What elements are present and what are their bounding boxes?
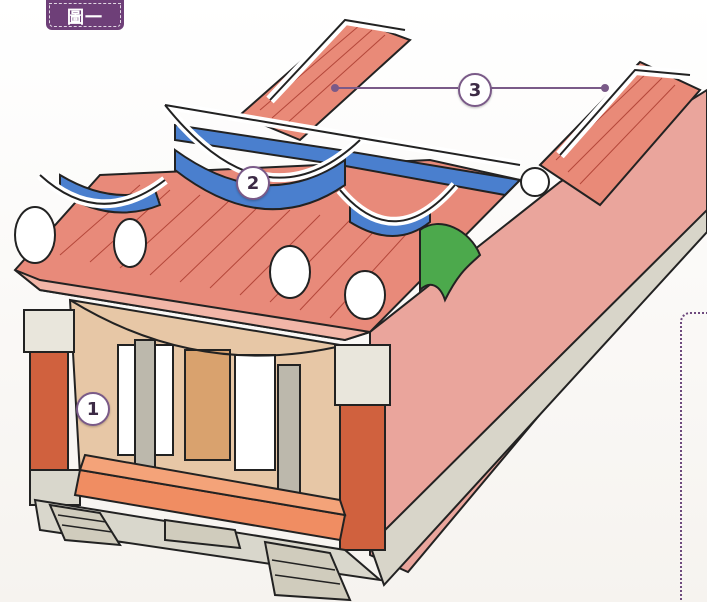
column-right (278, 365, 300, 510)
marker-2: 2 (236, 166, 270, 200)
left-brick-pillar (30, 350, 68, 470)
right-stone-cap (335, 345, 390, 405)
dotted-callout-frame (680, 312, 707, 602)
marker-1: 1 (76, 392, 110, 426)
column-left (135, 340, 155, 485)
door-panel-right (235, 355, 275, 470)
figure-label: 圖一 (46, 0, 124, 30)
right-brick-pillar (340, 400, 385, 550)
door-panel-center (185, 350, 230, 460)
left-stone-cap (24, 310, 74, 352)
marker-3: 3 (458, 73, 492, 107)
